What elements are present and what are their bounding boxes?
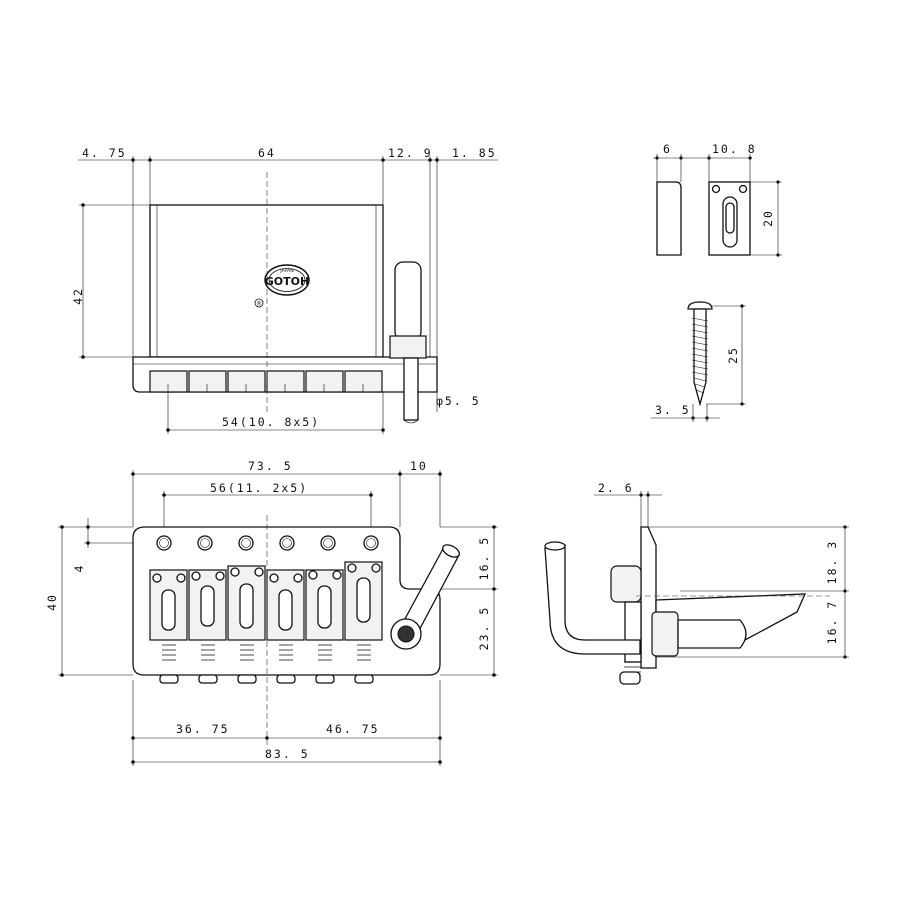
side-view: 2. 6 18. 3 16. 7: [544, 481, 849, 685]
dim-front-width: 73. 5: [248, 459, 293, 473]
dim-saddle-length: 20: [761, 209, 775, 227]
side-arm: [544, 544, 641, 655]
saddle: [149, 370, 188, 393]
dim-width: 64: [258, 146, 276, 160]
saddle: [344, 370, 383, 393]
dim-gap: 12. 9: [388, 146, 433, 160]
arm-nut: [389, 335, 427, 359]
dim-edge: 4: [72, 564, 86, 573]
front-view: 73. 5 10 56(11. 2x5) 40 4 16. 5 23. 5 36…: [45, 459, 498, 766]
top-view: 4. 75 64 12. 9 1. 85 42 54(10. 8x5) φ5. …: [71, 146, 498, 434]
side-arm-nut: [651, 611, 679, 657]
side-arm-socket: [677, 619, 747, 649]
dim-mark: [435, 158, 439, 162]
dim-mark: [381, 158, 385, 162]
saddle-row: [149, 370, 383, 393]
dim-arm-offset: 10: [410, 459, 428, 473]
dim-mark: [148, 158, 152, 162]
dim-height: 42: [71, 287, 85, 305]
side-saddle: [610, 565, 642, 603]
svg-text:GOTOH: GOTOH: [265, 275, 309, 288]
saddle: [227, 370, 266, 393]
dim-left-offset: 4. 75: [82, 146, 127, 160]
dim-side-upper: 18. 3: [825, 540, 839, 585]
svg-text:®: ®: [256, 301, 262, 308]
saddle-side: [656, 181, 682, 256]
dim-upper: 16. 5: [477, 536, 491, 581]
dim-plate: 2. 6: [598, 481, 634, 495]
dim-mark: [166, 428, 170, 432]
svg-text:JAPAN: JAPAN: [279, 268, 293, 274]
screw-detail: 25 3. 5: [651, 301, 746, 422]
dim-mark: [81, 203, 85, 207]
front-saddles: [149, 561, 383, 641]
dim-saddle-span: 54(10. 8x5): [222, 415, 320, 429]
dim-saddle-thickness: 6: [663, 142, 672, 156]
dim-left-half: 36. 75: [176, 722, 230, 736]
dim-right-half: 46. 75: [326, 722, 380, 736]
gotoh-logo: GOTOH JAPAN ®: [254, 264, 310, 308]
arm-post: [389, 261, 427, 424]
saddle: [188, 370, 227, 393]
tremolo-arm: [390, 544, 460, 650]
dim-screw-dia: 3. 5: [655, 403, 691, 417]
dim-lower: 23. 5: [477, 606, 491, 651]
dim-mark: [428, 158, 432, 162]
dim-hole-span: 56(11. 2x5): [210, 481, 308, 495]
dim-saddle-width: 10. 8: [712, 142, 757, 156]
arm-socket: [394, 261, 422, 341]
dim-post: 1. 85: [452, 146, 497, 160]
intonation-springs: [159, 644, 374, 684]
dim-mark: [381, 428, 385, 432]
dim-post-dia: φ5. 5: [436, 394, 481, 408]
dim-side-lower: 16. 7: [825, 600, 839, 645]
dim-mark: [81, 355, 85, 359]
saddle: [305, 370, 344, 393]
dim-front-height: 40: [45, 593, 59, 611]
saddle-detail: 6 10. 8 20: [653, 142, 782, 257]
dim-screw-length: 25: [726, 346, 740, 364]
mounting-holes: [156, 535, 379, 551]
arm-rod: [403, 357, 419, 421]
dim-total: 83. 5: [265, 747, 310, 761]
screw-head: [687, 301, 713, 310]
saddle: [266, 370, 305, 393]
dim-mark: [131, 158, 135, 162]
